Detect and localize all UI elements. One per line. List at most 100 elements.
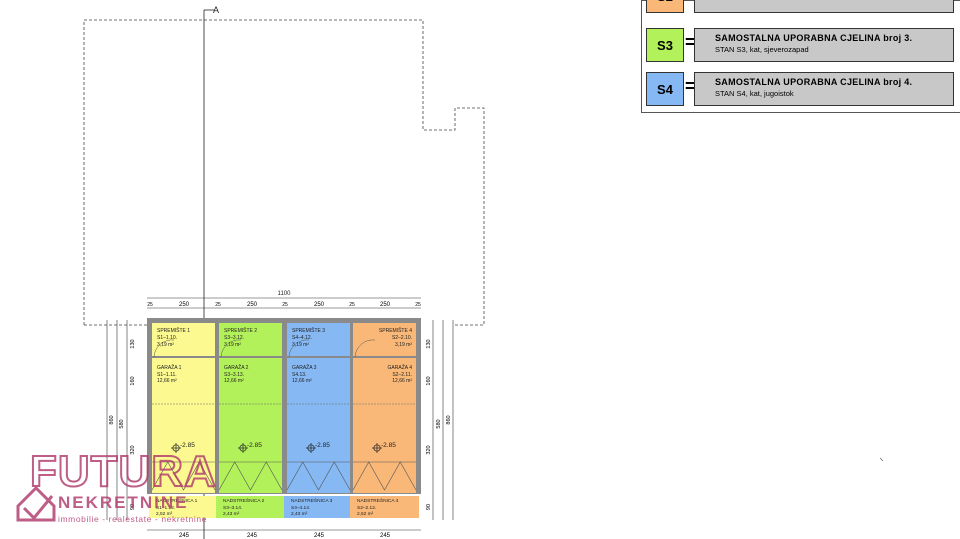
storage-name-2: SPREMIŠTE 2 — [224, 327, 257, 334]
canopy-code-3: S4–4.14. — [291, 505, 310, 511]
legend-text-box-s4: SAMOSTALNA UPORABNA CJELINA broj 4. STAN… — [694, 72, 954, 106]
legend-row-s3: S3 = SAMOSTALNA UPORABNA CJELINA broj 3.… — [642, 24, 960, 64]
top-dim-3: 250 — [314, 302, 325, 308]
garage-3 — [287, 358, 350, 493]
storage-code-2: S3–3.12. — [224, 335, 244, 341]
left-dim-mid-1: 580 — [119, 419, 125, 428]
right-dim-mid-1: 580 — [436, 419, 442, 428]
storage-room-3 — [287, 323, 350, 356]
legend-text-box-s2 — [694, 0, 954, 13]
section-marker: A — [213, 5, 219, 15]
storage-code-3: S4–4.12. — [292, 335, 312, 341]
overall-dim: 1100 — [278, 291, 292, 297]
legend-code-s2: S2 — [646, 0, 684, 13]
canopy-area-2: 2,43 m² — [223, 511, 240, 517]
small-dim-3: 25 — [282, 302, 288, 308]
legend-code-s3: S3 — [646, 28, 684, 62]
canopy-code-2: S3–3.14. — [223, 505, 242, 511]
small-dim-2: 25 — [215, 302, 221, 308]
canopy-name-4: NADSTREŠNICA 4 — [357, 497, 399, 504]
left-dim-1: 130 — [130, 339, 136, 348]
legend-eq-s4: = — [685, 76, 696, 96]
door-swing-2 — [220, 339, 242, 358]
canopy-name-2: NADSTREŠNICA 2 — [223, 497, 265, 504]
level-label-3: -2.85 — [315, 442, 330, 449]
garage-name-1: GARAŽA 1 — [157, 363, 182, 371]
storage-room-4 — [353, 323, 416, 356]
storage-room-2 — [219, 323, 282, 356]
garage-door-fold-2 — [218, 461, 283, 491]
garage-area-3: 12,66 m² — [292, 378, 312, 384]
left-dim-2: 160 — [130, 376, 136, 385]
legend-eq-s3: = — [685, 32, 696, 52]
legend-title-s4: SAMOSTALNA UPORABNA CJELINA broj 4. — [715, 77, 913, 87]
canopy-code-4: S2–2.12. — [357, 505, 376, 511]
top-dim-1: 250 — [179, 302, 190, 308]
storage-name-4: SPREMIŠTE 4 — [379, 327, 412, 334]
right-dim-mid-2: 860 — [446, 415, 452, 424]
storage-area-4: 3,19 m² — [395, 342, 412, 348]
legend-title-s3: SAMOSTALNA UPORABNA CJELINA broj 3. — [715, 33, 913, 43]
legend-eq-s2: = — [685, 0, 696, 4]
canopy-1 — [149, 496, 218, 518]
small-dim-4: 25 — [349, 302, 355, 308]
garage-2 — [219, 358, 282, 493]
garage-name-4: GARAŽA 4 — [388, 363, 413, 371]
bottom-dim-4: 245 — [380, 533, 391, 539]
top-dim-4: 250 — [380, 302, 391, 308]
garage-code-3: S4.13. — [292, 372, 306, 378]
garage-code-2: S3–3.13. — [224, 372, 244, 378]
canopy-area-4: 2,52 m² — [357, 511, 374, 517]
storage-room-1 — [152, 323, 215, 356]
legend-code-s4: S4 — [646, 72, 684, 106]
canopy-name-1: NADSTREŠNICA 1 — [156, 497, 198, 504]
garage-area-2: 12,66 m² — [224, 378, 244, 384]
storage-code-4: S2–2.10. — [392, 335, 412, 341]
level-label-1: -2.85 — [180, 442, 195, 449]
legend-sub-s3: STAN S3, kat, sjeverozapad — [715, 45, 809, 54]
garage-area-4: 12,66 m² — [392, 378, 412, 384]
bottom-dim-2: 245 — [247, 533, 258, 539]
right-dim-1: 130 — [426, 339, 432, 348]
logo-check-icon — [22, 495, 54, 521]
garage-code-1: S1–1.11. — [157, 372, 177, 378]
legend-text-box-s3: SAMOSTALNA UPORABNA CJELINA broj 3. STAN… — [694, 28, 954, 62]
storage-name-1: SPREMIŠTE 1 — [157, 327, 190, 334]
canopy-3 — [284, 496, 353, 518]
garage-4 — [353, 358, 416, 493]
logo-brand: FUTURA — [30, 447, 217, 496]
left-dim-3: 320 — [130, 445, 136, 454]
door-swing-4 — [354, 339, 376, 358]
garage-1 — [152, 358, 215, 493]
garage-code-4: S2–2.11. — [392, 372, 412, 378]
garage-door-fold-4 — [352, 461, 417, 491]
level-label-4: -2.85 — [381, 442, 396, 449]
door-swing-3 — [288, 339, 310, 358]
left-dim-4: 90 — [130, 504, 136, 510]
storage-area-1: 3,19 m² — [157, 342, 174, 348]
futura-logo-watermark: FUTURA NEKRETNINE immobilie - realestate… — [16, 446, 217, 524]
canopy-4 — [350, 496, 419, 518]
canopy-name-3: NADSTREŠNICA 3 — [291, 497, 333, 504]
door-swing-1 — [153, 339, 175, 358]
right-dim-3: 320 — [426, 445, 432, 454]
bottom-dim-1: 245 — [179, 533, 190, 539]
logo-sub: NEKRETNINE — [58, 493, 189, 512]
canopy-2 — [216, 496, 285, 518]
garage-door-fold-1 — [151, 461, 216, 491]
garage-name-3: GARAŽA 3 — [292, 363, 317, 371]
canopy-area-1: 2,52 m² — [156, 511, 173, 517]
left-dim-mid-2: 860 — [109, 415, 115, 424]
top-dim-2: 250 — [247, 302, 258, 308]
small-dim-5: 25 — [415, 302, 421, 308]
bottom-dim-3: 245 — [314, 533, 325, 539]
level-label-2: -2.85 — [247, 442, 262, 449]
right-dim-4: 90 — [426, 504, 432, 510]
logo-tagline: immobilie - realestate - nekretnine — [58, 514, 207, 524]
tick-mark — [879, 457, 884, 462]
legend-sub-s4: STAN S4, kat, jugoistok — [715, 89, 794, 98]
building-outline — [83, 19, 485, 326]
legend-row-s2: S2 = — [642, 0, 960, 15]
